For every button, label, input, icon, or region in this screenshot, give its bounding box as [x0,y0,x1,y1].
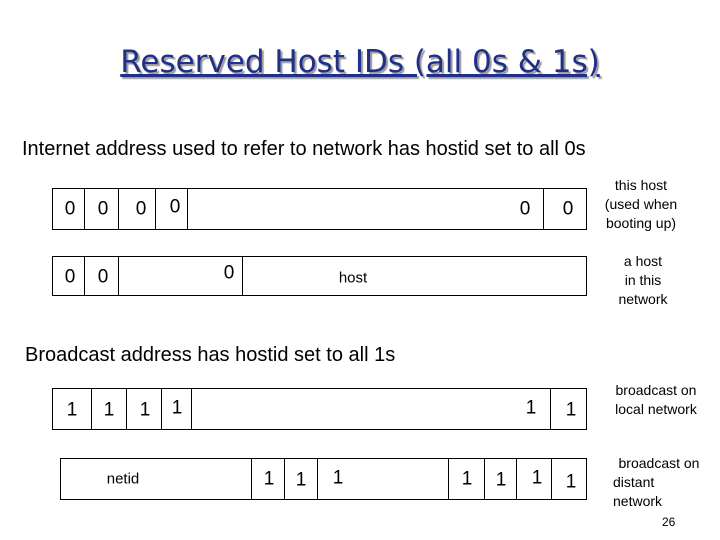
address-box-this-host: 0 0 0 0 0 0 [52,188,587,230]
host-field-label: host [338,269,368,287]
bit-value: 1 [332,467,344,489]
bit-value: 0 [64,266,76,288]
bit-value: 1 [295,469,307,491]
bit-value: 1 [66,399,78,421]
bit-value: 0 [97,266,109,288]
netid-field-label: netid [106,470,140,488]
note-this-host: this host (used when booting up) [604,177,678,231]
bit-value: 0 [135,198,147,220]
bit-value: 1 [263,468,275,490]
heading-all-ones: Broadcast address has hostid set to all … [25,344,396,366]
address-box-distant-broadcast: netid 1 1 1 1 1 1 1 [60,458,587,500]
bit-value: 0 [64,198,76,220]
note-distant-broadcast: broadcast on distant network [613,455,700,509]
note-host-in-network: a host in this network [618,253,668,307]
bit-value: 1 [171,397,183,419]
bit-value: 1 [565,471,577,493]
page-number: 26 [662,515,676,529]
bit-value: 1 [525,397,537,419]
heading-all-zeros: Internet address used to refer to networ… [22,138,586,160]
bit-value: 0 [223,262,235,284]
bit-value: 1 [495,469,507,491]
bit-value: 1 [461,468,473,490]
bit-value: 0 [562,198,574,220]
note-local-broadcast: broadcast on local network [615,382,697,417]
address-box-local-broadcast: 1 1 1 1 1 1 [52,388,587,430]
bit-value: 1 [103,399,115,421]
bit-value: 0 [519,198,531,220]
bit-value: 1 [565,399,577,421]
bit-value: 1 [531,467,543,489]
slide-title: Reserved Host IDs (all 0s & 1s) [120,44,600,80]
bit-value: 1 [139,399,151,421]
bit-value: 0 [97,198,109,220]
address-box-host-in-network: 0 0 0 host [52,256,587,296]
bit-value: 0 [169,196,181,218]
